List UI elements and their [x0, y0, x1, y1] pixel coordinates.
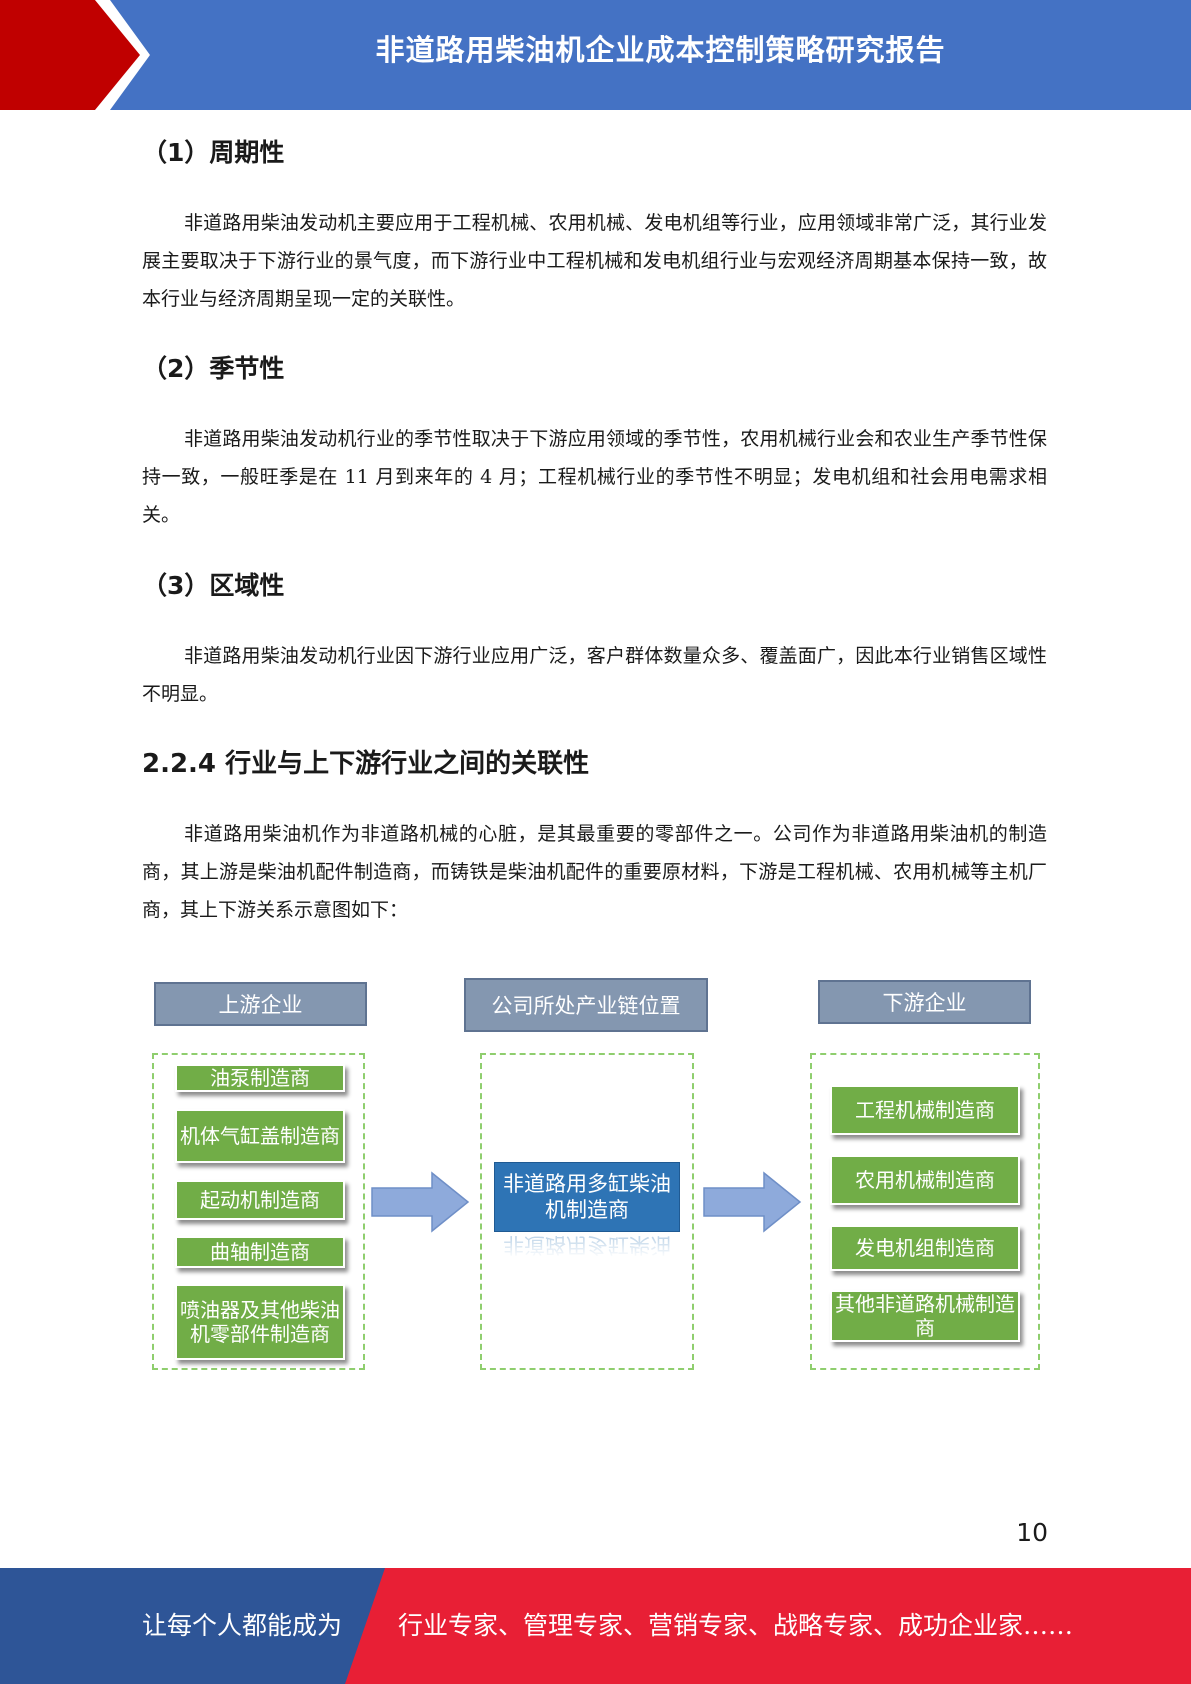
upstream-container — [152, 1053, 365, 1370]
section-paragraph-regionality: 非道路用柴油发动机行业因下游行业应用广泛，客户群体数量众多、覆盖面广，因此本行业… — [142, 645, 1047, 705]
section-heading-224: 2.2.4 行业与上下游行业之间的关联性 — [142, 749, 590, 779]
downstream-container — [810, 1053, 1040, 1370]
section-paragraph-seasonality: 非道路用柴油发动机行业的季节性取决于下游应用领域的季节性，农用机械行业会和农业生… — [142, 428, 1047, 526]
page-header: 非道路用柴油机企业成本控制策略研究报告 — [0, 0, 1191, 110]
arrow-right-icon — [703, 1171, 802, 1233]
downstream-header: 下游企业 — [818, 980, 1031, 1024]
company-item-multi-cylinder-diesel: 非道路用多缸柴油机制造商 — [494, 1162, 680, 1232]
supply-chain-diagram: 上游企业 公司所处产业链位置 下游企业 油泵制造商 机体气缸盖制造商 起动机制造… — [142, 970, 1047, 1375]
page-footer: 让每个人都能成为 行业专家、管理专家、营销专家、战略专家、成功企业家…… — [0, 1568, 1191, 1684]
company-header: 公司所处产业链位置 — [464, 978, 708, 1032]
upstream-item-crankshaft: 曲轴制造商 — [175, 1236, 345, 1268]
header-red-chevron — [0, 0, 150, 110]
company-container — [480, 1053, 694, 1370]
downstream-item-generator: 发电机组制造商 — [830, 1225, 1020, 1271]
footer-slogan-left: 让每个人都能成为 — [142, 1611, 343, 1640]
upstream-header: 上游企业 — [154, 982, 367, 1026]
upstream-item-injector: 喷油器及其他柴油机零部件制造商 — [175, 1284, 345, 1360]
upstream-item-cylinder-block: 机体气缸盖制造商 — [175, 1109, 345, 1163]
upstream-item-oil-pump: 油泵制造商 — [175, 1064, 345, 1092]
section-heading-seasonality: （2）季节性 — [142, 354, 285, 383]
company-item-reflection: 非道路用多缸柴油机制造商 — [503, 1234, 671, 1257]
report-title: 非道路用柴油机企业成本控制策略研究报告 — [375, 33, 946, 67]
page-number: 10 — [1016, 1518, 1048, 1547]
downstream-item-construction: 工程机械制造商 — [830, 1085, 1020, 1135]
section-paragraph-224: 非道路用柴油机作为非道路机械的心脏，是其最重要的零部件之一。公司作为非道路用柴油… — [142, 823, 1047, 921]
downstream-item-other: 其他非道路机械制造商 — [830, 1290, 1020, 1342]
section-heading-regionality: （3）区域性 — [142, 571, 285, 600]
upstream-item-starter: 起动机制造商 — [175, 1180, 345, 1220]
section-paragraph-cyclicality: 非道路用柴油发动机主要应用于工程机械、农用机械、发电机组等行业，应用领域非常广泛… — [142, 212, 1047, 310]
footer-blue-band — [0, 1568, 385, 1684]
downstream-item-agricultural: 农用机械制造商 — [830, 1155, 1020, 1205]
arrow-right-icon — [371, 1171, 470, 1233]
section-heading-cyclicality: （1）周期性 — [142, 138, 285, 167]
footer-slogan-right: 行业专家、管理专家、营销专家、战略专家、成功企业家…… — [398, 1611, 1074, 1640]
